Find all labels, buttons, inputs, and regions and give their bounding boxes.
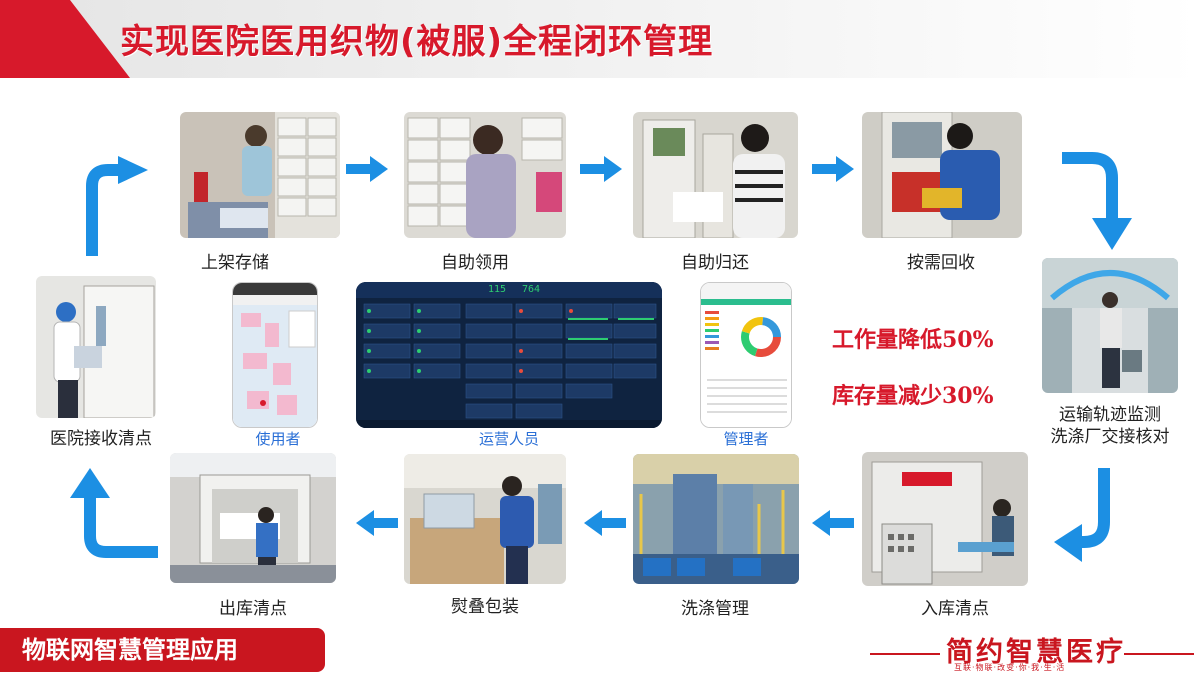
arrow-pickup-to-return [580,156,622,182]
photo-ironing-packing [404,454,566,584]
photo-self-return [633,112,798,238]
user-phone-screen [232,282,318,428]
photo-outbound-count [170,453,336,583]
dashboard-count-1: 115 [488,284,507,295]
label-on-demand-recycle: 按需回收 [907,253,975,273]
label-inbound-count: 入库清点 [921,599,989,619]
label-shelf-storage: 上架存储 [201,253,269,273]
label-outbound-count: 出库清点 [219,599,287,619]
label-user: 使用者 [255,430,301,448]
arrow-recycle-to-transport [1062,152,1132,250]
header-band [60,0,1200,78]
arrow-ironing-to-outbound [356,510,398,536]
photo-hospital-receive [36,276,156,418]
brand-line-right [1124,653,1194,655]
stat-inventory: 库存量减少30% [832,383,994,409]
photo-washing [633,454,799,584]
photo-on-demand-recycle [862,112,1022,238]
label-ironing-packing: 熨叠包装 [451,597,519,617]
label-manager: 管理者 [723,430,769,448]
header-red-shape [0,0,130,78]
label-washing: 洗涤管理 [681,599,749,619]
photo-inbound-count [862,452,1028,586]
label-self-pickup: 自助领用 [441,253,509,273]
arrow-transport-to-inbound [1054,468,1110,562]
arrow-storage-to-pickup [346,156,388,182]
label-hospital-receive: 医院接收清点 [50,429,152,449]
label-transport-line2: 洗涤厂交接核对 [1050,427,1170,447]
brand-logo: 简约智慧医疗 [946,637,1126,668]
arrow-inbound-to-washing [812,510,854,536]
photo-self-pickup [404,112,566,238]
label-self-return: 自助归还 [681,253,749,273]
label-operator: 运营人员 [478,430,539,448]
arrow-outbound-to-hospital [70,468,158,558]
stat-workload: 工作量降低50% [832,327,994,353]
photo-transport [1042,258,1178,393]
label-transport-line1: 运输轨迹监测 [1059,405,1161,425]
footer-tag: 物联网智慧管理应用 [0,628,325,672]
arrow-hospital-to-storage [86,156,148,256]
brand-line-left [870,653,940,655]
operator-dashboard: 115 764 [356,282,662,428]
photo-shelf-storage [180,112,340,238]
dashboard-count-2: 764 [522,284,541,295]
arrow-washing-to-ironing [584,510,626,536]
arrow-return-to-recycle [812,156,854,182]
manager-phone-screen [700,282,792,428]
brand-slogan: 互联·物联·改变·你·我·生·活 [954,663,1066,672]
page-title: 实现医院医用织物(被服)全程闭环管理 [120,22,714,62]
